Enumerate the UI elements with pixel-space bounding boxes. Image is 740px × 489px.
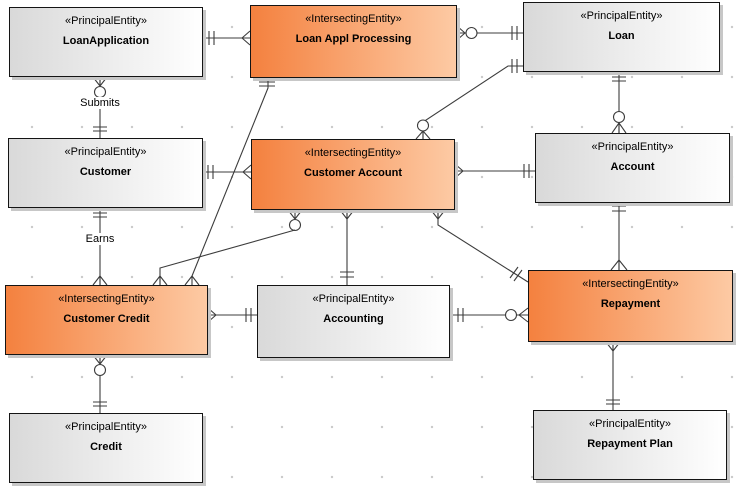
connector-loanapplprocessing-customercredit[interactable] (184, 78, 275, 286)
entity-account[interactable]: «PrincipalEntity» Account (535, 133, 730, 203)
entity-name: Loan Appl Processing (295, 33, 412, 45)
entity-name: Repayment Plan (587, 438, 673, 450)
entity-stereotype: «PrincipalEntity» (312, 293, 395, 305)
connector-customeraccount-customercredit[interactable] (152, 209, 303, 286)
entity-name: Customer Credit (63, 313, 150, 325)
connector-customer-customeraccount[interactable] (203, 164, 252, 180)
entity-customer-account[interactable]: «IntersectingEntity» Customer Account (251, 139, 455, 210)
entity-loan-application[interactable]: «PrincipalEntity» LoanApplication (9, 7, 203, 77)
entity-stereotype: «PrincipalEntity» (580, 10, 663, 22)
entity-customer[interactable]: «PrincipalEntity» Customer (8, 138, 203, 208)
connector-repayment-repaymentplan[interactable] (605, 341, 621, 410)
entity-name: Customer (79, 166, 132, 178)
entity-stereotype: «PrincipalEntity» (65, 421, 147, 433)
entity-stereotype: «PrincipalEntity» (65, 15, 147, 27)
entity-stereotype: «IntersectingEntity» (305, 13, 402, 25)
entity-loan-appl-processing[interactable]: «IntersectingEntity» Loan Appl Processin… (250, 5, 457, 78)
entity-name: LoanApplication (62, 35, 150, 47)
entity-stereotype: «PrincipalEntity» (64, 146, 147, 158)
connector-loanapplprocessing-loan[interactable] (456, 25, 523, 41)
entity-name: Loan (608, 30, 635, 42)
entity-name: Repayment (600, 298, 661, 310)
entity-credit[interactable]: «PrincipalEntity» Credit (9, 413, 203, 483)
entity-repayment-plan[interactable]: «PrincipalEntity» Repayment Plan (533, 410, 727, 480)
connector-customeraccount-account[interactable] (454, 163, 535, 179)
entity-name: Accounting (323, 313, 384, 325)
entity-stereotype: «IntersectingEntity» (304, 147, 402, 159)
connector-customeraccount-repayment[interactable] (430, 209, 529, 283)
connector-customer-customercredit[interactable] (92, 208, 108, 286)
entity-stereotype: «IntersectingEntity» (58, 293, 155, 305)
connector-loan-account[interactable] (611, 72, 627, 134)
entity-stereotype: «IntersectingEntity» (582, 278, 679, 290)
entity-accounting[interactable]: «PrincipalEntity» Accounting (257, 285, 450, 358)
entity-stereotype: «PrincipalEntity» (589, 418, 671, 430)
entity-name: Credit (90, 441, 122, 453)
connector-loanapplication-loanapplprocessing[interactable] (203, 30, 251, 46)
entity-loan[interactable]: «PrincipalEntity» Loan (523, 2, 720, 72)
entity-name: Customer Account (304, 167, 402, 179)
entity-repayment[interactable]: «IntersectingEntity» Repayment (528, 270, 733, 342)
relationship-label-earns[interactable]: Earns (77, 233, 123, 245)
entity-stereotype: «PrincipalEntity» (591, 141, 674, 153)
connector-customercredit-accounting[interactable] (207, 307, 257, 323)
connector-customercredit-credit[interactable] (92, 354, 108, 413)
connector-account-repayment[interactable] (610, 203, 628, 271)
relationship-label-submits[interactable]: Submits (72, 97, 128, 109)
connector-customeraccount-loan[interactable] (415, 59, 523, 140)
connector-customeraccount-accounting[interactable] (339, 209, 355, 285)
entity-name: Account (610, 161, 655, 173)
entity-customer-credit[interactable]: «IntersectingEntity» Customer Credit (5, 285, 208, 355)
connector-accounting-repayment[interactable] (450, 307, 529, 323)
